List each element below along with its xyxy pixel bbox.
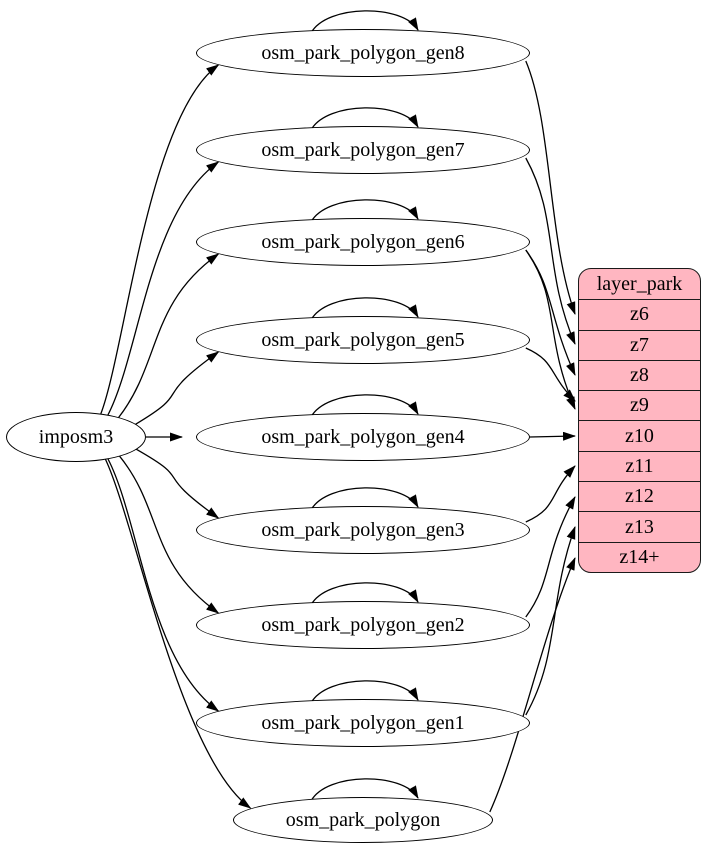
edge-imposm3-to-osm_park_polygon_gen8 <box>100 64 220 415</box>
layer-row-label: z9 <box>630 394 649 417</box>
graph-node-label: osm_park_polygon_gen8 <box>261 41 465 64</box>
graph-node-label: osm_park_polygon_gen2 <box>261 613 465 636</box>
graph-node-label: osm_park_polygon_gen1 <box>261 711 465 734</box>
edge-osm_park_polygon_gen8-to-z6 <box>525 60 576 315</box>
self-loop-osm_park_polygon_gen3 <box>310 487 419 511</box>
layer-row-z8: z8 <box>579 359 700 390</box>
layer-row-label: z13 <box>625 515 654 538</box>
graph-node-osm_park_polygon_gen1: osm_park_polygon_gen1 <box>196 699 530 747</box>
layer-row-label: z14+ <box>619 545 660 568</box>
layer-row-z6: z6 <box>579 299 700 329</box>
graph-node-label: osm_park_polygon_gen7 <box>261 138 465 161</box>
self-loop-osm_park_polygon_gen6 <box>310 199 419 223</box>
edge-osm_park_polygon_gen7-to-z7 <box>525 157 576 345</box>
graph-node-label: osm_park_polygon_gen4 <box>261 425 465 448</box>
edge-imposm3-to-osm_park_polygon_gen2 <box>119 455 220 614</box>
self-loop-osm_park_polygon_gen7 <box>310 107 419 131</box>
edge-osm_park_polygon_gen3-to-z11 <box>525 465 576 523</box>
layer-row-label: z7 <box>630 333 649 356</box>
self-loop-osm_park_polygon_gen8 <box>310 10 419 34</box>
edge-imposm3-to-osm_park_polygon_gen3 <box>135 448 220 519</box>
graph-node-osm_park_polygon_gen8: osm_park_polygon_gen8 <box>196 29 530 77</box>
graph-node-osm_park_polygon_gen4: osm_park_polygon_gen4 <box>196 413 530 461</box>
graph-node-osm_park_polygon_gen2: osm_park_polygon_gen2 <box>196 601 530 649</box>
graph-node-label: osm_park_polygon_gen3 <box>261 518 465 541</box>
layer-row-label: z8 <box>630 364 649 387</box>
layer-row-label: z10 <box>625 424 654 447</box>
layer-row-label: z6 <box>630 303 649 326</box>
edge-imposm3-to-osm_park_polygon_gen7 <box>107 161 220 416</box>
layer-row-z10: z10 <box>579 420 700 450</box>
edge-osm_park_polygon_gen2-to-z12 <box>525 496 576 618</box>
layer-table-title: layer_park <box>596 272 683 295</box>
graph-node-osm_park_polygon_gen7: osm_park_polygon_gen7 <box>196 126 530 174</box>
layer-table-layer_park: layer_park z6 z7 z8 z9 z10 z11 z12 z13 z14+ <box>578 268 701 573</box>
graph-node-label: osm_park_polygon_gen5 <box>261 328 465 351</box>
edge-osm_park_polygon_gen4-to-z10 <box>529 431 576 441</box>
graph-node-osm_park_polygon_gen6: osm_park_polygon_gen6 <box>196 218 530 266</box>
self-loop-osm_park_polygon_gen1 <box>310 680 419 704</box>
self-loop-osm_park_polygon <box>310 778 419 802</box>
edge-imposm3-to-osm_park_polygon_gen1 <box>107 458 220 712</box>
graph-node-label: osm_park_polygon <box>285 808 441 831</box>
edge-imposm3-to-osm_park_polygon_gen5 <box>135 351 220 425</box>
edge-imposm3-to-osm_park_polygon <box>104 459 252 809</box>
layer-row-z12: z12 <box>579 481 700 511</box>
layer-row-z9: z9 <box>579 390 700 420</box>
layer-row-z14+: z14+ <box>579 541 700 572</box>
self-loop-osm_park_polygon_gen5 <box>310 297 419 321</box>
edge-osm_park_polygon_gen6-to-z9 <box>525 249 576 410</box>
graph-node-label: osm_park_polygon_gen6 <box>261 230 465 253</box>
edge-osm_park_polygon-to-z14+ <box>489 557 576 813</box>
layer-row-z13: z13 <box>579 511 700 541</box>
layer-row-z11: z11 <box>579 450 700 481</box>
edge-osm_park_polygon_gen1-to-z13 <box>525 526 576 716</box>
edge-osm_park_polygon_gen5-to-z9 <box>525 347 576 402</box>
graph-node-imposm3: imposm3 <box>6 412 146 462</box>
layer-table-header: layer_park <box>579 269 700 299</box>
self-loop-osm_park_polygon_gen2 <box>310 582 419 606</box>
self-loop-osm_park_polygon_gen4 <box>310 394 419 418</box>
graph-node-label: imposm3 <box>38 425 114 448</box>
graph-node-osm_park_polygon_gen3: osm_park_polygon_gen3 <box>196 506 530 554</box>
layer-row-label: z12 <box>625 485 654 508</box>
graph-node-osm_park_polygon: osm_park_polygon <box>233 797 493 843</box>
layer-row-z7: z7 <box>579 329 700 360</box>
graph-node-osm_park_polygon_gen5: osm_park_polygon_gen5 <box>196 316 530 364</box>
layer-row-label: z11 <box>625 454 654 477</box>
edge-imposm3-to-osm_park_polygon_gen6 <box>118 253 220 418</box>
